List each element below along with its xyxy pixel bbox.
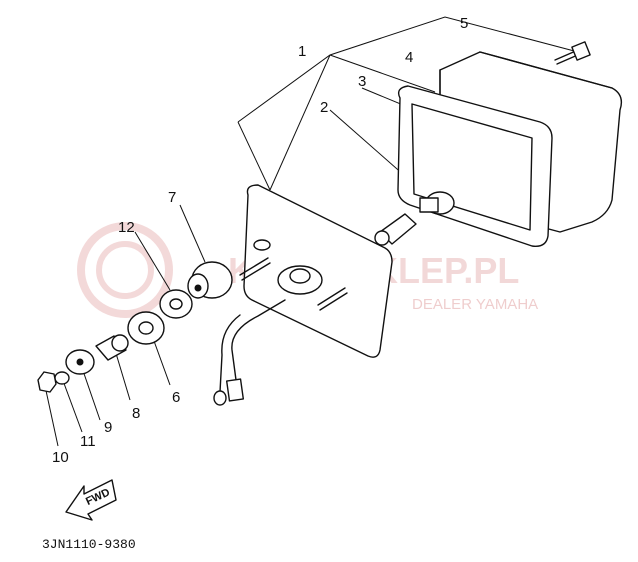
lock-washer [54, 371, 70, 385]
watermark-tagline: DEALER YAMAHA [412, 296, 538, 313]
callout-3: 3 [358, 73, 366, 90]
diagram-part-number: 3JN1110-9380 [42, 537, 136, 552]
callout-9: 9 [104, 419, 112, 436]
callout-5: 5 [460, 15, 468, 32]
callout-10: 10 [52, 449, 69, 466]
callout-8: 8 [132, 405, 140, 422]
callout-1: 1 [298, 43, 306, 60]
callout-2: 2 [320, 99, 328, 116]
bulb [374, 191, 455, 246]
callout-6: 6 [172, 389, 180, 406]
screw [554, 41, 591, 65]
forward-arrow: FWD [65, 479, 117, 521]
callout-12: 12 [118, 219, 135, 236]
callout-4: 4 [405, 49, 413, 66]
lamp-base-plate [243, 184, 393, 358]
plain-washer [65, 349, 95, 375]
nut [37, 371, 57, 393]
washer-12 [159, 289, 193, 319]
grommet [187, 261, 233, 299]
callout-7: 7 [168, 189, 176, 206]
washer-6 [127, 311, 165, 345]
callout-11: 11 [80, 433, 96, 450]
callout-labels: 1 2 3 4 5 6 7 8 9 10 11 12 [52, 15, 468, 466]
wire-harness [213, 299, 286, 406]
collar [95, 334, 129, 361]
stud-bolts [239, 257, 348, 311]
